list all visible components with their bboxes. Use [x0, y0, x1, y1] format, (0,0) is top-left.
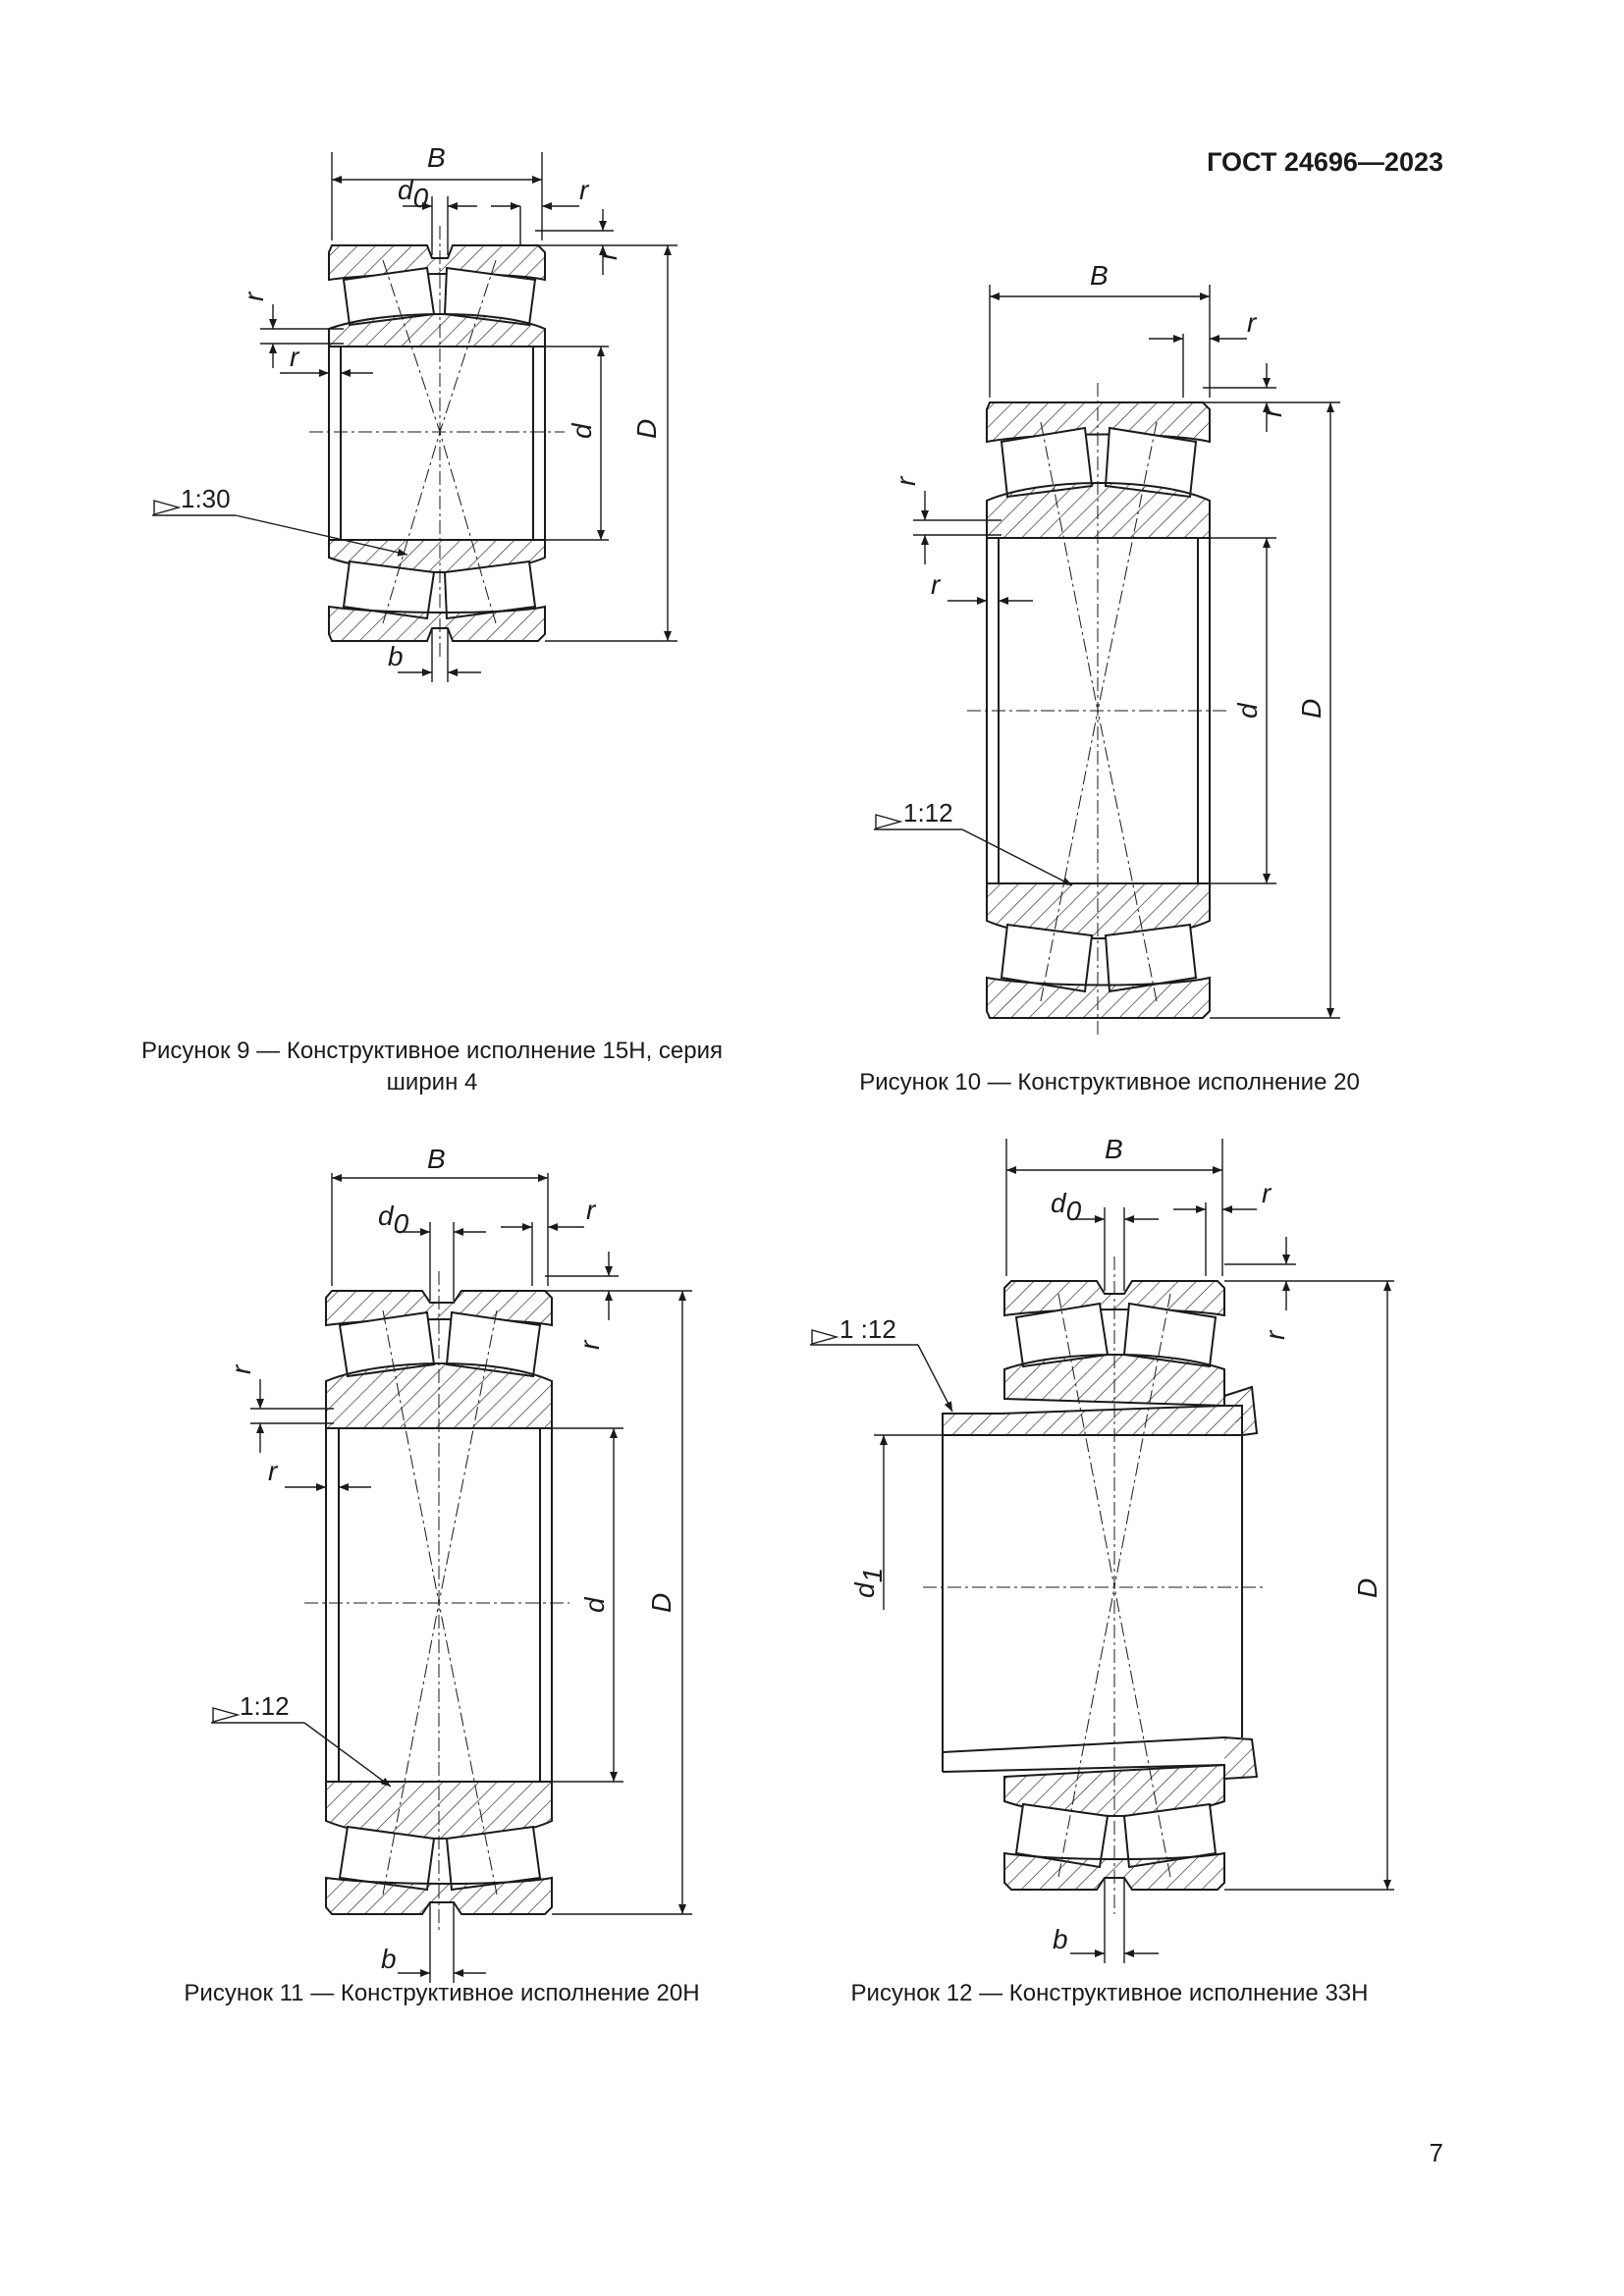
dim-d1-label: d1	[849, 1568, 888, 1598]
dim-b-label: b	[388, 641, 404, 671]
dim-d-label: d	[1232, 702, 1263, 719]
taper-label: 1 :12	[839, 1314, 896, 1344]
taper-label: 1:12	[903, 798, 953, 828]
figure-12: B d0 r r d1 D b 1 :12	[805, 1134, 1434, 2002]
dim-r-label: r	[592, 249, 623, 260]
dim-r-label: r	[931, 569, 942, 600]
dim-r-label: r	[579, 175, 590, 205]
dim-d-label: d	[579, 1596, 610, 1613]
figure-9-drawing: B d0 r r r r d D b 1:30	[152, 142, 677, 682]
dim-d-label: d	[567, 422, 597, 439]
dim-d0-label: d0	[398, 175, 429, 213]
dim-r-label: r	[1247, 307, 1258, 338]
dim-d0-label: d0	[378, 1201, 409, 1239]
dim-r-label: r	[226, 1363, 256, 1374]
figure-11-caption: Рисунок 11 — Конструктивное исполнение 2…	[184, 1980, 700, 2006]
dim-B-label: B	[1090, 260, 1109, 291]
figure-12-caption: Рисунок 12 — Конструктивное исполнение 3…	[850, 1980, 1369, 2006]
dim-r-label: r	[268, 1456, 279, 1486]
dim-r-label: r	[1262, 1178, 1272, 1208]
taper-label: 1:30	[181, 484, 231, 513]
figure-9: B d0 r r r r d D b 1:30	[147, 142, 736, 1006]
dim-r-label: r	[891, 475, 921, 486]
page-number: 7	[1429, 2138, 1443, 2167]
dim-r-label: r	[574, 1339, 605, 1350]
dim-D-label: D	[1352, 1578, 1382, 1598]
figure-10: B r r r r d D 1:12	[805, 260, 1394, 1070]
dim-D-label: D	[1296, 699, 1326, 719]
dim-r-label: r	[1257, 406, 1287, 417]
figure-10-drawing: B r r r r d D 1:12	[874, 260, 1340, 1036]
figure-9-caption: Рисунок 9 — Конструктивное исполнение 15…	[140, 1038, 724, 1095]
dim-r-label: r	[586, 1195, 597, 1225]
dim-B-label: B	[427, 142, 446, 173]
standard-header: ГОСТ 24696—2023	[1207, 147, 1443, 177]
figure-12-drawing: B d0 r r d1 D b 1 :12	[810, 1134, 1394, 1963]
dim-b-label: b	[1053, 1924, 1068, 1954]
taper-label: 1:12	[240, 1691, 290, 1721]
dim-b-label: b	[381, 1944, 397, 1974]
dim-r-label: r	[290, 342, 300, 372]
figure-11-drawing: B d0 r r r r d D b 1:12	[211, 1144, 692, 1983]
dim-D-label: D	[631, 419, 662, 439]
dim-B-label: B	[427, 1144, 446, 1174]
dim-r-label: r	[1260, 1329, 1290, 1340]
dim-r-label: r	[239, 291, 269, 301]
figure-11: B d0 r r r r d D b 1:12	[147, 1144, 756, 2007]
dim-D-label: D	[646, 1593, 677, 1613]
dim-B-label: B	[1105, 1134, 1123, 1164]
figure-10-caption: Рисунок 10 — Конструктивное исполнение 2…	[859, 1069, 1360, 1095]
dim-d0-label: d0	[1051, 1188, 1082, 1226]
